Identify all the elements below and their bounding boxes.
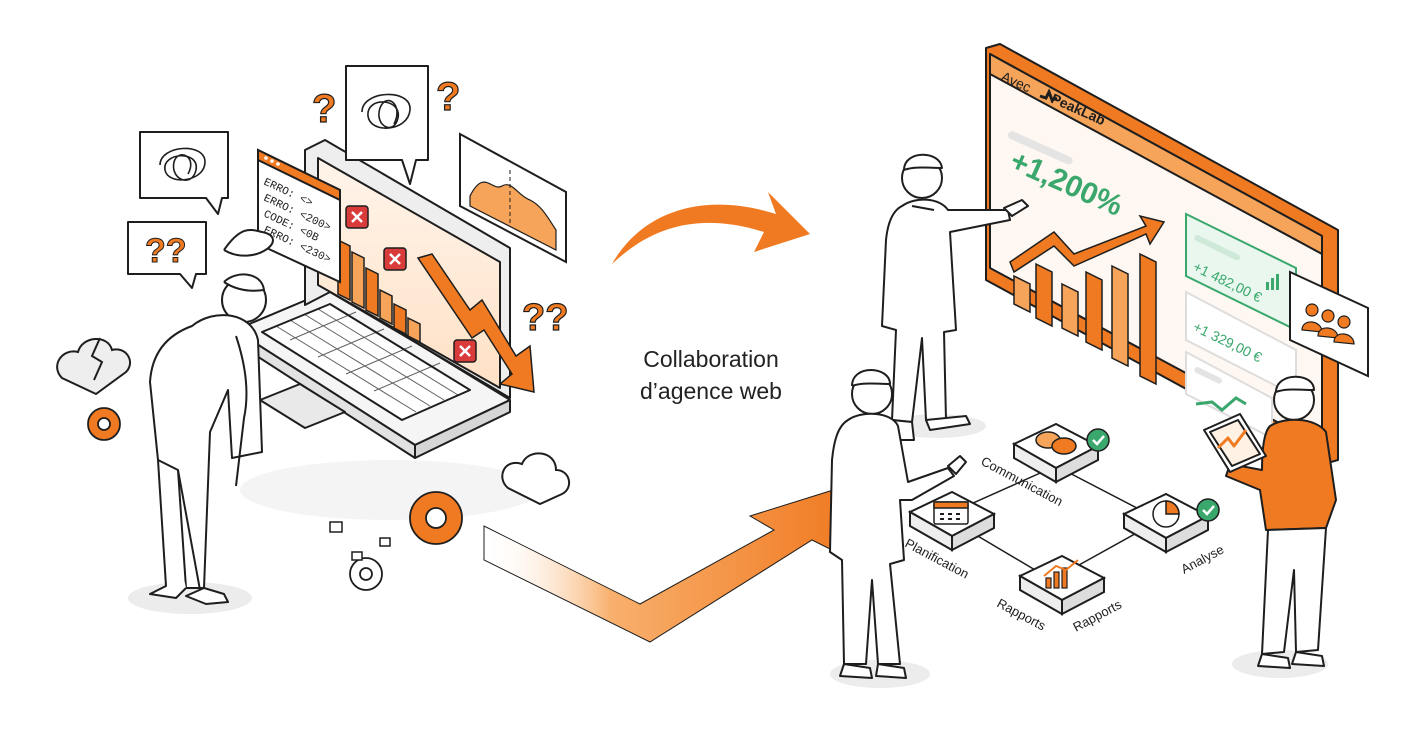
error-badge-icon — [345, 205, 477, 363]
debris-block — [351, 551, 363, 561]
caption-line-1: Collaboration — [643, 346, 779, 372]
stressed-man-figure — [149, 228, 274, 605]
rising-bar-chart — [1013, 252, 1157, 386]
check-badge-icon — [1196, 498, 1220, 522]
debris-block — [329, 521, 343, 533]
curved-arrow-icon — [612, 192, 810, 264]
team-icon — [1301, 303, 1355, 345]
team-icon-card — [1289, 270, 1369, 378]
confused-thought-bubble — [139, 131, 229, 215]
signal-bar — [1276, 274, 1279, 290]
caption-line-2: d’agence web — [640, 378, 782, 404]
workflow-diagram: Communication Planification — [903, 422, 1226, 635]
tablet-icon — [1203, 413, 1267, 473]
analyse-node: Analyse — [1121, 492, 1226, 577]
trend-graph-card — [459, 132, 567, 264]
placeholder-line — [1194, 367, 1222, 384]
falling-trend-arrow — [416, 253, 535, 393]
question-mark-2: ? — [436, 75, 460, 119]
declining-bar-chart — [337, 238, 421, 344]
check-badge-icon — [1086, 428, 1110, 452]
collaborator-figure-left — [829, 369, 967, 679]
calendar-icon — [933, 501, 969, 525]
right-solution-scene: Avec PeakLab +1,200% +1 482,00 € — [829, 43, 1369, 688]
chat-bubbles-icon — [1035, 431, 1077, 455]
cloud-icon — [501, 452, 571, 506]
question-mark-1: ? — [312, 87, 336, 131]
peaklab-logo-icon — [1039, 88, 1058, 102]
rapports-node: Rapports Rapports — [995, 554, 1124, 635]
broken-cloud-icon — [56, 337, 131, 396]
stat-card-1: +1 482,00 € — [1185, 212, 1297, 332]
laptop-icon — [234, 139, 511, 459]
scene-caption: Collaboration d’agence web — [606, 343, 816, 407]
debris-block — [379, 537, 391, 547]
presenter-figure — [881, 153, 1029, 441]
left-problem-scene: ERRO: <> ERRO: <200> CODE: <0B ERRO: <23… — [56, 65, 571, 614]
question-speech-bubble: ?? — [127, 221, 207, 289]
signal-bar — [1271, 278, 1274, 290]
sparkline-icon — [1195, 396, 1247, 412]
communication-node: Communication — [979, 422, 1110, 509]
signal-bars-icon — [1266, 274, 1279, 290]
analyse-label: Analyse — [1178, 542, 1226, 577]
placeholder-line — [1194, 235, 1240, 261]
growth-arrow-icon — [483, 485, 847, 643]
signal-bar — [1266, 282, 1269, 290]
question-bubble-text: ?? — [145, 232, 187, 270]
pie-chart-icon — [1152, 500, 1180, 528]
gear-icon — [87, 407, 463, 591]
report-chart-icon — [1043, 559, 1079, 589]
placeholder-line — [1008, 131, 1073, 165]
question-mark-3: ?? — [522, 297, 568, 339]
scribble-speech-bubble — [345, 65, 429, 185]
error-log-window: ERRO: <> ERRO: <200> CODE: <0B ERRO: <23… — [257, 148, 341, 284]
rising-trend-arrow — [1009, 214, 1166, 274]
collaborator-figure-right — [1203, 375, 1337, 669]
transition-arrows — [483, 192, 847, 643]
